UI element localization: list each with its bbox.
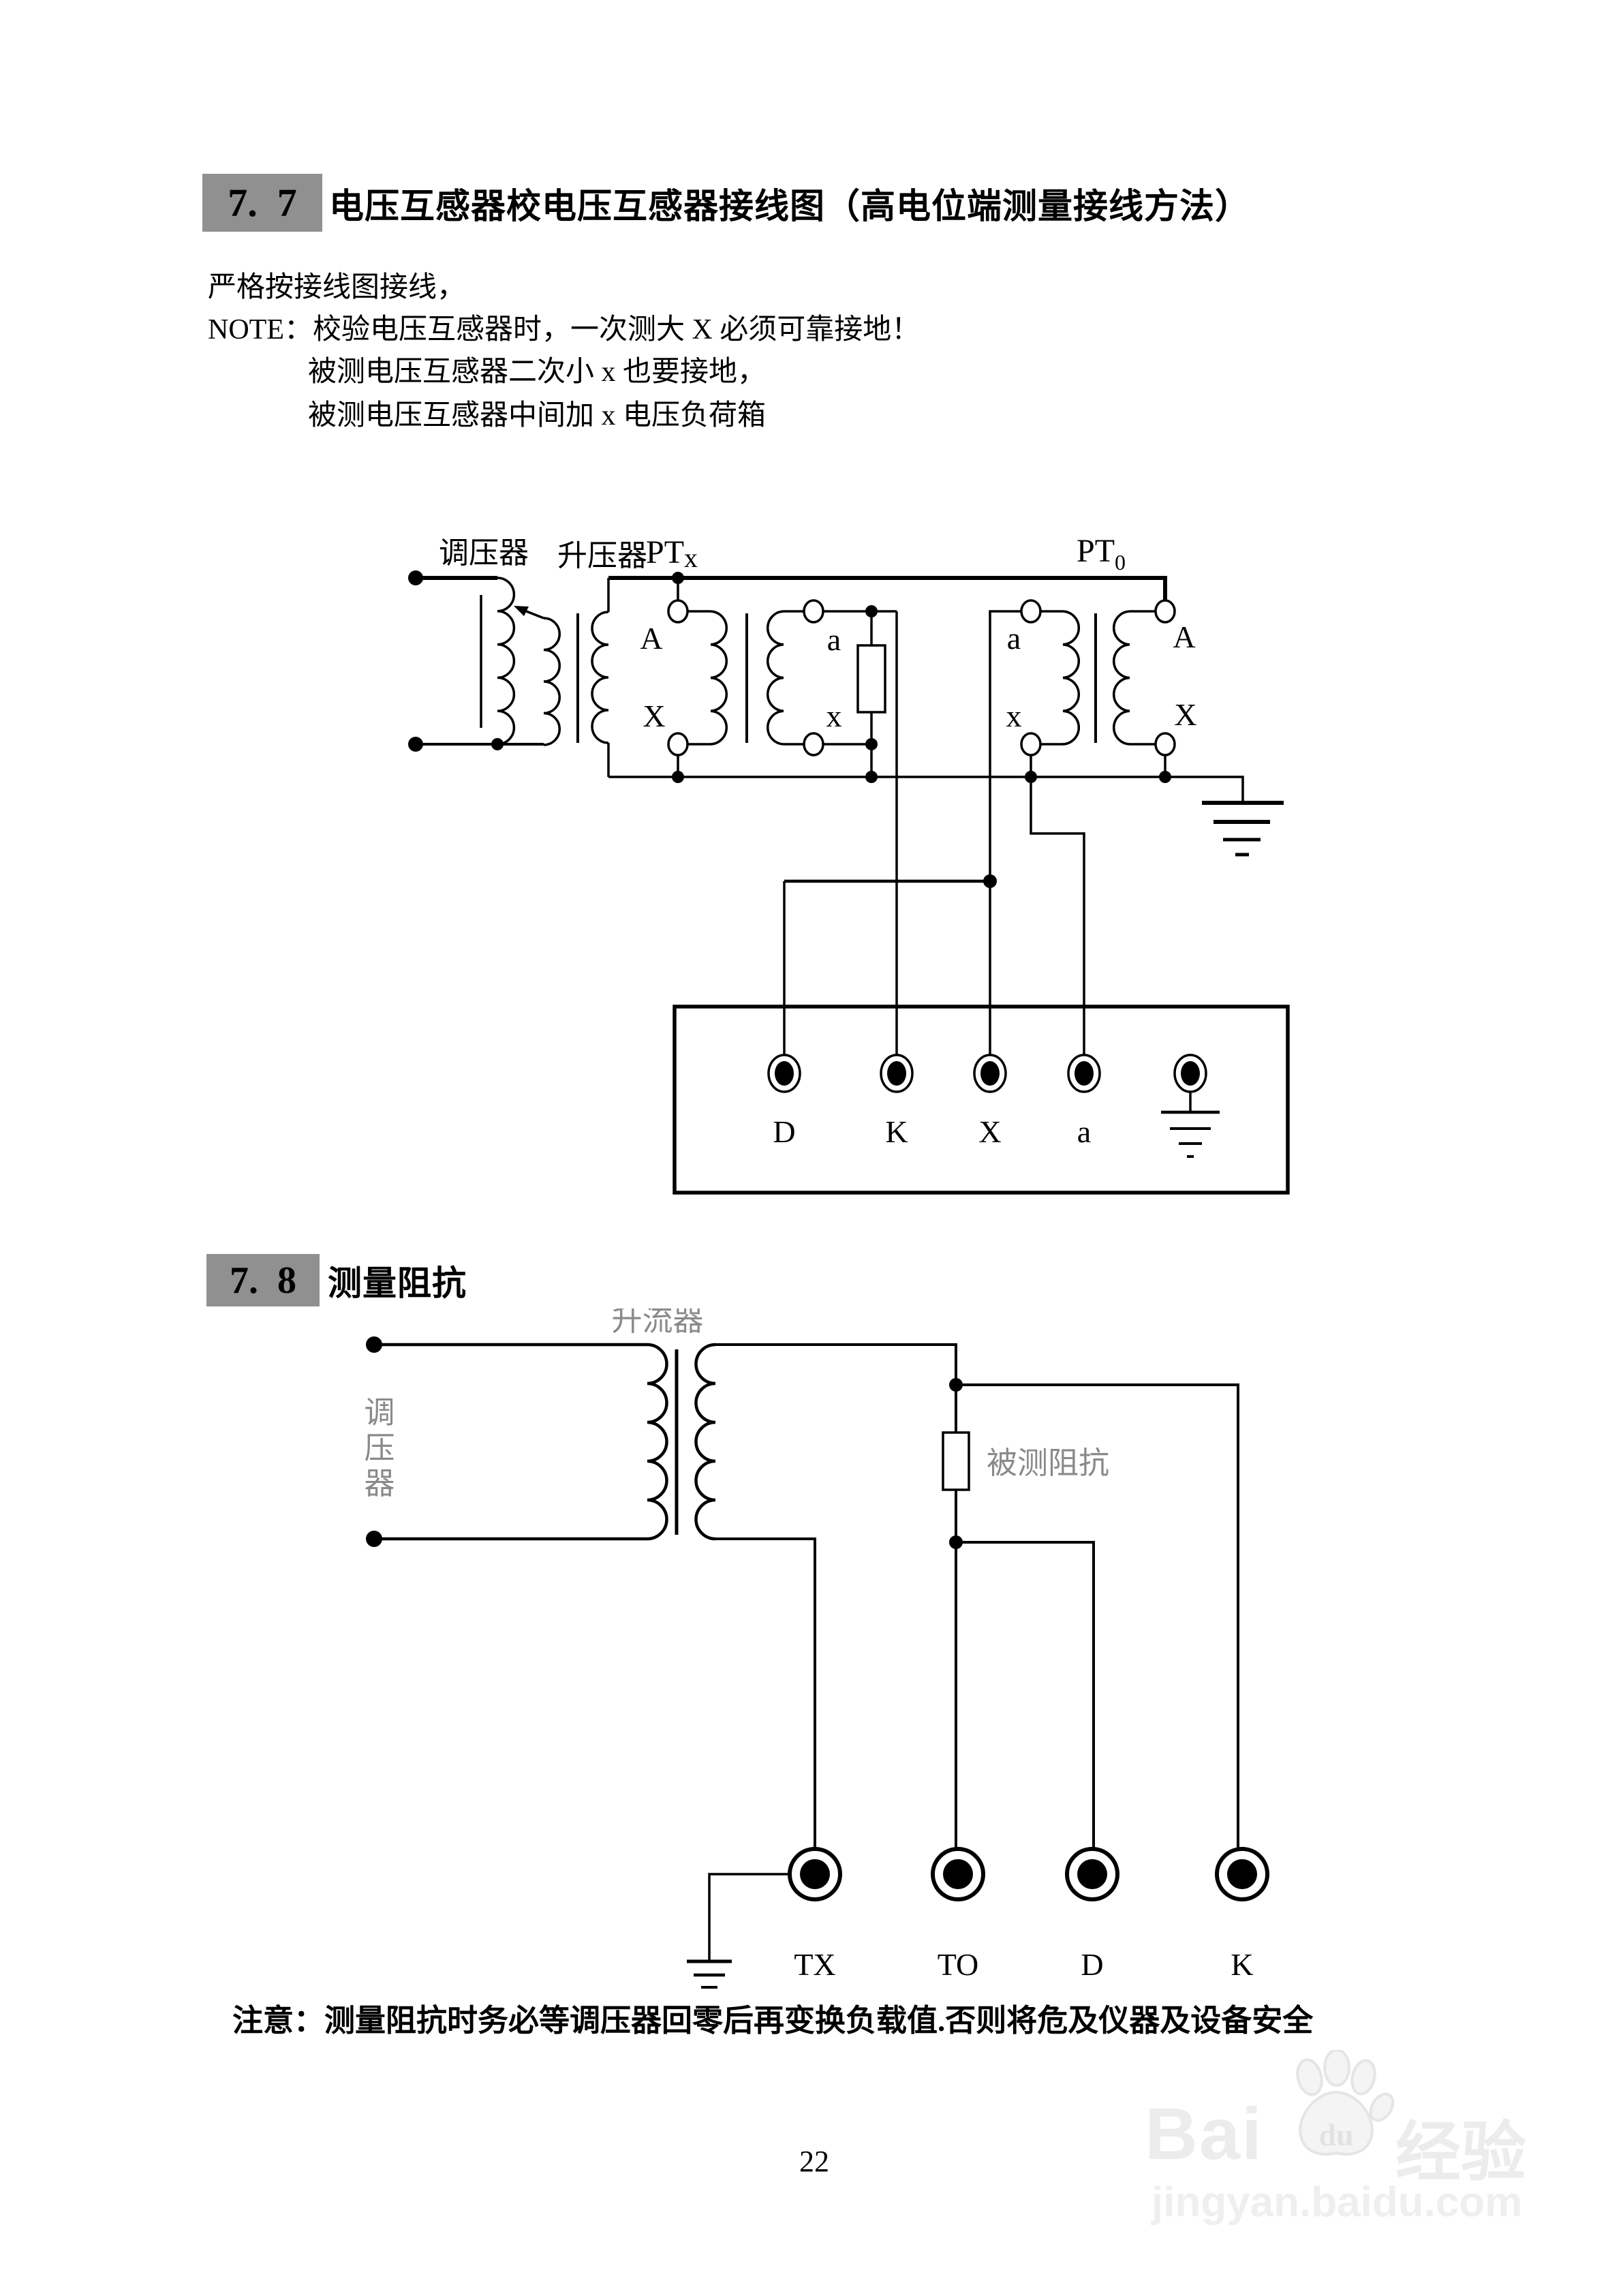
paw-toe bbox=[1323, 2050, 1350, 2087]
box-terminal-a-label: a bbox=[1077, 1114, 1091, 1149]
ptx-primary-coil bbox=[710, 610, 728, 746]
regulator-vertical-label: 调压器 bbox=[364, 1396, 395, 1501]
regulator-label: 调压器 bbox=[439, 536, 529, 570]
impedance-measurement-diagram: 升流器 调压器 被测阻抗 TX TO D K bbox=[364, 1308, 1269, 1989]
voltage-load-resistor bbox=[856, 644, 886, 714]
intro-line-1: 严格按接线图接线， bbox=[208, 272, 466, 303]
terminal-D-pin bbox=[1077, 1859, 1107, 1889]
paw-palm bbox=[1299, 2090, 1374, 2156]
pt0-X-label: X bbox=[1174, 697, 1196, 732]
pt0-primary-coil bbox=[1113, 610, 1130, 746]
booster-primary-coil bbox=[543, 617, 561, 746]
terminal-TO-label: TO bbox=[938, 1947, 979, 1982]
baidu-paw-icon: du bbox=[1296, 2050, 1395, 2156]
terminal-D-label: D bbox=[1081, 1947, 1103, 1982]
ptx-terminal-a bbox=[803, 599, 824, 624]
watermark-url: jingyan.baidu.com bbox=[1151, 2179, 1523, 2226]
current-booster-secondary-coil bbox=[694, 1343, 716, 1541]
baidu-jingyan-watermark: Bai 经验 du jingyan.baidu.com bbox=[1145, 2050, 1554, 2248]
calibrator-box bbox=[673, 1005, 1290, 1195]
pt0-x-label: x bbox=[1006, 699, 1022, 733]
pt0-terminal-a bbox=[1020, 599, 1042, 624]
terminal-X-pin bbox=[980, 1061, 1000, 1086]
pt0-secondary-coil bbox=[1062, 610, 1080, 746]
wire bbox=[715, 1343, 957, 1433]
pt0-label: PT0 bbox=[1077, 533, 1126, 575]
terminal-TX-label: TX bbox=[794, 1947, 835, 1982]
impedance-under-test-resistor bbox=[942, 1431, 970, 1491]
booster-secondary-coil bbox=[591, 611, 609, 744]
junction-dot bbox=[1025, 771, 1037, 783]
ptx-terminal-A bbox=[667, 599, 689, 624]
intro-line-3: 被测电压互感器二次小 x 也要接地， bbox=[308, 356, 767, 388]
terminal-D-pin bbox=[775, 1061, 794, 1086]
paw-toe bbox=[1350, 2059, 1376, 2096]
box-terminal-D-label: D bbox=[773, 1114, 795, 1149]
section-7-8-number-chip: 7. 8 bbox=[206, 1254, 320, 1306]
junction-dot bbox=[672, 771, 684, 783]
box-terminal-K-label: K bbox=[885, 1114, 908, 1149]
section-7-7-title: 电压互感器校电压互感器接线图（高电位端测量接线方法） bbox=[329, 187, 1251, 226]
section-7-8-header: 7. 8 测量阻抗 bbox=[206, 1254, 467, 1306]
pt0-terminal-x bbox=[1020, 732, 1042, 756]
junction-dot bbox=[672, 572, 684, 584]
wire-to-K bbox=[956, 1383, 1239, 1849]
section-7-7-header: 7. 7 电压互感器校电压互感器接线图（高电位端测量接线方法） bbox=[202, 174, 1250, 232]
ptx-secondary-coil bbox=[767, 610, 784, 746]
pt0-a-label: a bbox=[1007, 621, 1021, 656]
section-7-7-number-chip: 7. 7 bbox=[202, 174, 322, 232]
box-terminal-X-label: X bbox=[978, 1114, 1001, 1149]
terminal-ground-pin bbox=[1181, 1061, 1200, 1086]
booster-label: 升压器 bbox=[557, 539, 647, 572]
terminal-a-pin bbox=[1075, 1061, 1094, 1086]
wiper-wire bbox=[524, 609, 544, 619]
junction-dot bbox=[491, 738, 504, 750]
current-booster-label: 升流器 bbox=[611, 1308, 703, 1337]
instrument-terminals bbox=[788, 1847, 1269, 1901]
pt0-terminal-A bbox=[1154, 599, 1176, 624]
pt-calibration-wiring-diagram: 调压器 升压器 PTx PT0 A X a x a x A X D K X a bbox=[408, 533, 1290, 1195]
ground-bus bbox=[608, 776, 1244, 803]
watermark-brand-text: Bai bbox=[1145, 2092, 1264, 2175]
ptx-label: PTx bbox=[646, 534, 698, 573]
terminal-TO-pin bbox=[943, 1859, 973, 1889]
pt0-terminal-X bbox=[1154, 732, 1176, 756]
wire-pt0a bbox=[989, 610, 1031, 881]
input-terminal-dot bbox=[408, 570, 423, 585]
wire-to-D bbox=[956, 1541, 1095, 1849]
section-7-8-title: 测量阻抗 bbox=[328, 1264, 467, 1302]
high-voltage-bus bbox=[608, 576, 1167, 600]
intro-line-2: NOTE：校验电压互感器时，一次测大 X 必须可靠接地！ bbox=[208, 314, 921, 346]
paw-toe bbox=[1369, 2092, 1395, 2122]
wire-to-a bbox=[1030, 755, 1085, 1054]
impedance-label: 被测阻抗 bbox=[987, 1446, 1109, 1480]
terminal-TX-pin bbox=[800, 1859, 830, 1889]
input-terminal-dot bbox=[408, 737, 423, 752]
ptx-a-label: a bbox=[827, 622, 841, 657]
terminal-K-pin bbox=[887, 1061, 906, 1086]
wire-to-TX bbox=[715, 1537, 816, 1849]
watermark-brand-cn: 经验 bbox=[1395, 2116, 1526, 2189]
paw-toe bbox=[1296, 2058, 1323, 2096]
pt0-A-label: A bbox=[1173, 619, 1195, 654]
junction-dot bbox=[865, 738, 878, 750]
page-number: 22 bbox=[799, 2145, 829, 2178]
ptx-terminal-x bbox=[803, 732, 824, 756]
ptx-terminal-X bbox=[667, 732, 689, 756]
junction-dot bbox=[865, 771, 878, 783]
watermark-brand-suffix: du bbox=[1318, 2117, 1353, 2152]
wire bbox=[708, 1873, 790, 1961]
junction-dot bbox=[1159, 771, 1171, 783]
terminal-K-label: K bbox=[1231, 1947, 1253, 1982]
calibrator-terminals bbox=[767, 1054, 1207, 1093]
ptx-x-label: x bbox=[826, 699, 842, 733]
wiper-arrow-icon bbox=[514, 606, 529, 616]
ptx-X-label: X bbox=[643, 699, 665, 733]
current-booster-primary-coil bbox=[647, 1343, 668, 1541]
regulator-coil bbox=[497, 577, 516, 746]
intro-line-4: 被测电压互感器中间加 x 电压负荷箱 bbox=[308, 400, 767, 431]
warning-note: 注意：测量阻抗时务必等调压器回零后再变换负载值.否则将危及仪器及设备安全 bbox=[232, 2004, 1314, 2038]
terminal-K-pin bbox=[1227, 1859, 1257, 1889]
ptx-A-label: A bbox=[640, 621, 662, 656]
